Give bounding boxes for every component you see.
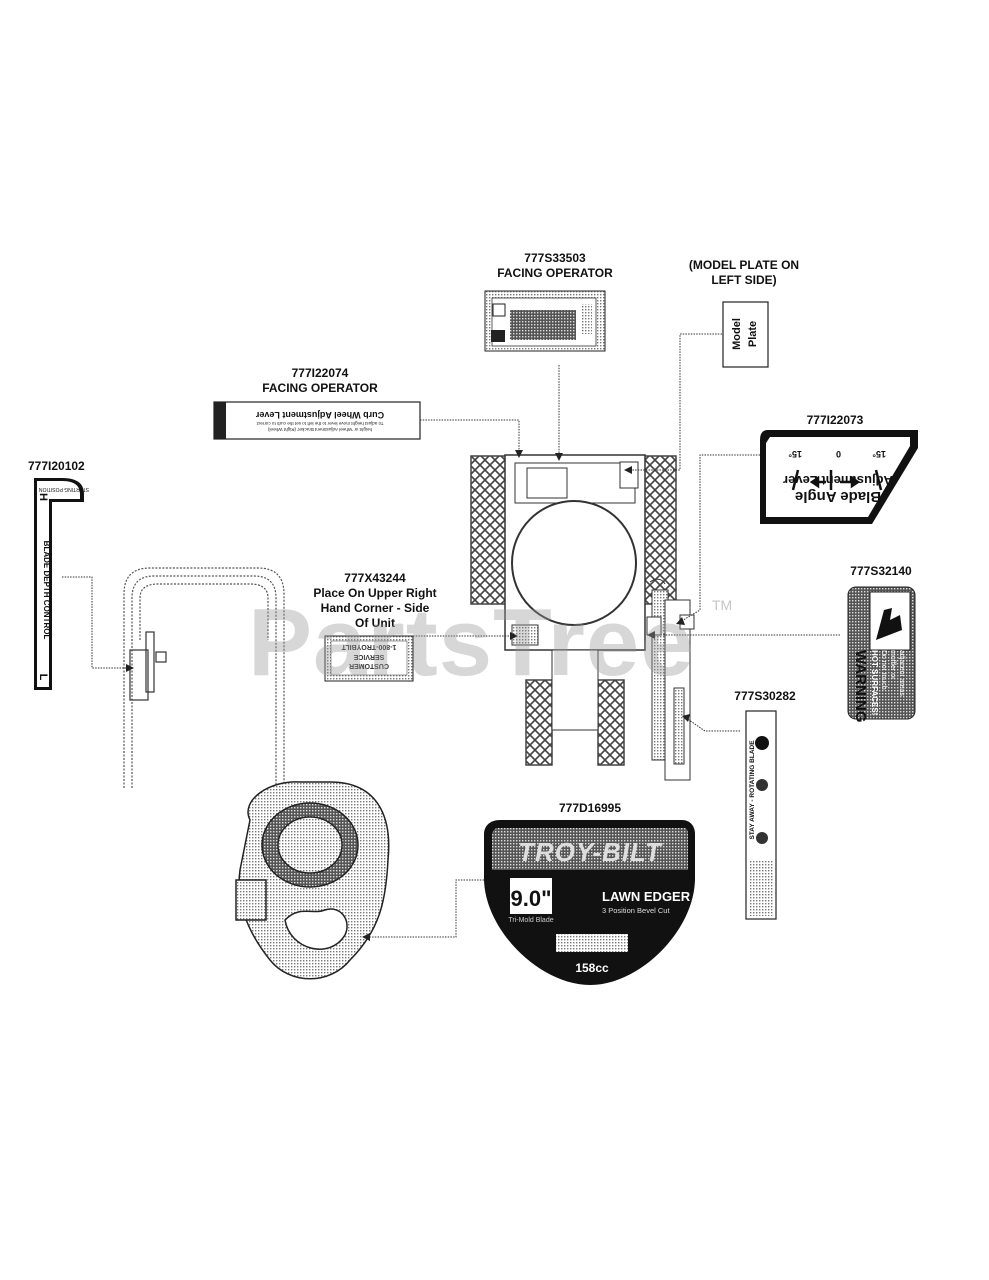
decal-777D16995: TROY-BILT 9.0" Tri-Mold Blade LAWN EDGER… (484, 820, 695, 985)
troy-bilt-product-sub: 3 Position Bevel Cut (602, 906, 670, 915)
warning-line4: adjacent areas (898, 650, 905, 696)
placement-line1: Place On Upper Right (313, 586, 437, 600)
decal-777I22073: Blade Angle Adjustment Lever 15° 0 15° (760, 430, 918, 524)
callout-777S32140: 777S32140 (836, 564, 926, 579)
callout-777S33503: 777S33503 FACING OPERATOR (490, 251, 620, 281)
troy-bilt-size: 9.0" (510, 886, 551, 911)
callout-777X43244: 777X43244 Place On Upper Right Hand Corn… (300, 571, 450, 631)
handle-assembly (123, 567, 285, 788)
placement-line2: Hand Corner - Side (320, 601, 430, 615)
blade-angle-title1: Blade Angle (795, 488, 881, 505)
part-number: 777S33503 (524, 251, 586, 265)
decal-777X43244: CUSTOMER SERVICE 1-800-TROYBILT (324, 635, 414, 682)
warning-line3: muffler or (889, 650, 896, 680)
model-plate-line1: Model (731, 318, 743, 350)
leader-arrowheads (126, 450, 690, 941)
callout-model-plate: (MODEL PLATE ON LEFT SIDE) (675, 258, 813, 288)
curb-wheel-line2: To adjust height move lever to the left … (256, 421, 384, 426)
callout-777I22074: 777I22074 FACING OPERATOR (250, 366, 390, 396)
decal-777S33503 (484, 290, 606, 352)
part-note: FACING OPERATOR (497, 266, 613, 280)
decal-777S32140: WARNING HOT SURFACES! Do not touch muffl… (847, 586, 916, 723)
angle-left: 15° (872, 449, 886, 459)
blade-depth-l: L (37, 674, 49, 681)
part-number: 777S32140 (850, 564, 912, 578)
blade-depth-small: STARTING POSITION (39, 486, 89, 492)
warning-line1: HOT SURFACES! (870, 650, 879, 715)
decal-777I20102: BLADE DEPTH CONTROL H L STARTING POSITIO… (34, 478, 89, 690)
callout-777I22073: 777I22073 (790, 413, 880, 428)
part-number: 777S30282 (734, 689, 796, 703)
engine-assembly (235, 781, 390, 980)
troy-bilt-brand: TROY-BILT (518, 837, 663, 867)
customer-service-line3: 1-800-TROYBILT (341, 643, 396, 650)
callout-777I20102: 777I20102 (28, 459, 108, 474)
model-plate-line2: Plate (747, 321, 759, 347)
customer-service-line2: SERVICE (353, 653, 384, 660)
model-plate-note-line2: LEFT SIDE) (711, 273, 777, 287)
part-number: 777X43244 (344, 571, 406, 585)
blade-depth-text: BLADE DEPTH CONTROL (42, 541, 51, 640)
belt-strip-text: STAY AWAY - ROTATING BLADE (749, 740, 756, 840)
angle-right: 15° (788, 449, 802, 459)
callout-777S30282: 777S30282 (720, 689, 810, 704)
angle-mid: 0 (836, 449, 841, 459)
part-note: FACING OPERATOR (262, 381, 378, 395)
decal-777I22074: Curb Wheel Adjustment Lever To adjust he… (213, 401, 421, 440)
warning-title: WARNING (852, 650, 869, 723)
model-plate-note-line1: (MODEL PLATE ON (688, 258, 800, 272)
trademark-symbol: TM (712, 597, 733, 613)
troy-bilt-sub-size: Tri-Mold Blade (508, 917, 553, 924)
part-number: 777D16995 (558, 801, 622, 815)
troy-bilt-product: LAWN EDGER (602, 889, 691, 904)
decal-777S30282: STAY AWAY - ROTATING BLADE (745, 710, 777, 920)
leader-lines (62, 333, 840, 938)
blade-angle-title2: Adjustment Lever (783, 473, 893, 488)
callout-777D16995: 777D16995 (545, 801, 635, 816)
part-number: 777I22073 (806, 413, 864, 427)
placement-line3: Of Unit (355, 616, 395, 630)
warning-line2: Do not touch (880, 650, 887, 690)
part-number: 777I22074 (291, 366, 349, 380)
blade-depth-h: H (37, 493, 49, 501)
customer-service-line1: CUSTOMER (349, 662, 389, 669)
decal-model-plate: Model Plate (722, 301, 769, 368)
troy-bilt-engine: 158cc (575, 961, 609, 975)
edger-body (470, 454, 695, 781)
curb-wheel-line3: height or 'Wheel Adjustment Bracket' (Ri… (267, 427, 372, 432)
part-number: 777I20102 (28, 459, 85, 473)
curb-wheel-title: Curb Wheel Adjustment Lever (255, 410, 384, 420)
